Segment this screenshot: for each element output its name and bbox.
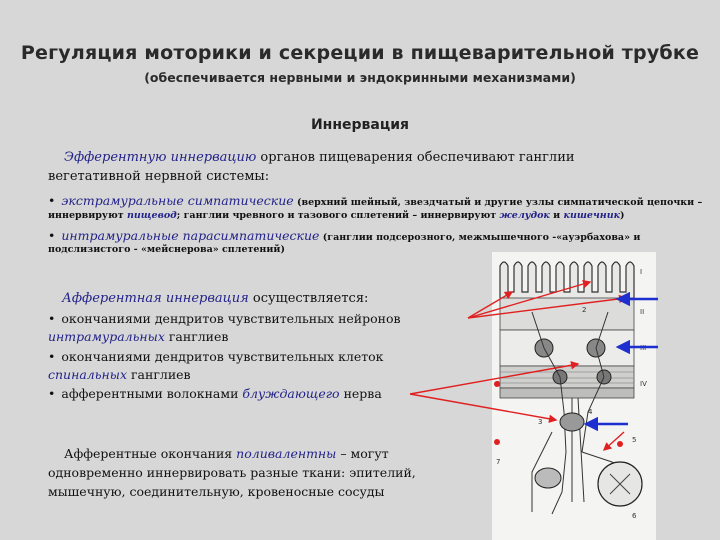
- endings-text: – могут: [336, 446, 389, 461]
- afferent-text: осуществляется:: [248, 291, 369, 306]
- note-text: иннервируют: [48, 210, 127, 221]
- bullet: •: [48, 228, 56, 243]
- extramural-note-line-2: иннервируют пищевод; ганглии чревного и …: [48, 210, 625, 221]
- afferent-item-2: • окончаниями дендритов чувствительных кл…: [48, 349, 383, 364]
- bullet: •: [48, 311, 56, 326]
- term-vagus: блуждающего: [242, 386, 340, 401]
- submucosa-layer: [499, 329, 635, 367]
- term-intramural: интрамуральных: [48, 329, 165, 344]
- intramural-note: (ганглии подсерозного, межмышечного -«ау…: [319, 232, 641, 243]
- efferent-term: Эфферентную иннервацию: [64, 150, 257, 165]
- bullet: •: [48, 349, 56, 364]
- serosa-layer: [499, 387, 635, 399]
- afferent-item-2-line-2: спинальных ганглиев: [48, 367, 191, 382]
- label-5: 5: [632, 436, 636, 444]
- afferent-item-1-line-2: интрамуральных ганглиев: [48, 329, 228, 344]
- term-spinal: спинальных: [48, 367, 128, 382]
- nerve-fibers: [531, 311, 633, 515]
- bullet: •: [48, 386, 56, 401]
- afferent-heading: Афферентная иннервация осуществляется:: [62, 291, 368, 306]
- term-esophagus: пищевод: [126, 210, 177, 221]
- endings-line-2: одновременно иннервировать разные ткани:…: [48, 465, 416, 480]
- item-text: окончаниями дендритов чувствительных кле…: [61, 349, 384, 364]
- label-4: 4: [588, 408, 593, 416]
- innervation-diagram: I II III IV 1 2 3 4 5 6 7: [492, 252, 656, 540]
- term-stomach: желудок: [499, 210, 550, 221]
- slide-title: Регуляция моторики и секреции в пищевари…: [20, 42, 700, 64]
- label-IV: IV: [640, 380, 647, 388]
- extramural-term: экстрамуральные симпатические: [61, 193, 294, 208]
- note-text: ; ганглии чревного и тазового сплетений …: [176, 210, 500, 221]
- item-text: нерва: [339, 386, 382, 401]
- bullet-extramural: • экстрамуральные симпатические (верхний …: [48, 193, 702, 208]
- item-text: ганглиев: [127, 367, 191, 382]
- label-II: II: [640, 308, 644, 316]
- ganglion-prevertebral: [559, 412, 585, 432]
- label-III: III: [640, 344, 646, 352]
- efferent-line-2: вегетативной нервной системы:: [48, 169, 270, 184]
- section-heading: Иннервация: [310, 117, 410, 133]
- afferent-item-1: • окончаниями дендритов чувствительных не…: [48, 311, 401, 326]
- efferent-text: органов пищеварения обеспечивают ганглии: [256, 150, 575, 165]
- endings-text: Афферентные окончания: [64, 446, 237, 461]
- slide-subtitle: (обеспечивается нервными и эндокринными …: [144, 70, 576, 85]
- bullet-intramural: • интрамуральные парасимпатические (гангл…: [48, 228, 640, 243]
- endings-line-3: мышечную, соединительную, кровеносные со…: [48, 484, 385, 499]
- label-I: I: [640, 268, 642, 276]
- efferent-line-1: Эфферентную иннервацию органов пищеварен…: [64, 150, 575, 165]
- label-7: 7: [496, 458, 500, 466]
- label-3: 3: [538, 418, 542, 426]
- intramural-note-line-2: подслизистого - «мейснерова» сплетений): [48, 244, 285, 255]
- item-text: окончаниями дендритов чувствительных ней…: [61, 311, 401, 326]
- item-text: афферентными волокнами: [61, 386, 243, 401]
- endings-line-1: Афферентные окончания поливалентны – мог…: [64, 446, 389, 461]
- note-text: ): [620, 210, 625, 221]
- bullet: •: [48, 193, 56, 208]
- term-polyvalent: поливалентны: [236, 446, 337, 461]
- label-1: 1: [496, 380, 500, 388]
- villi: [499, 261, 635, 298]
- mucosa-layer: [499, 297, 635, 331]
- intramural-term: интрамуральные парасимпатические: [61, 228, 320, 243]
- afferent-item-3: • афферентными волокнами блуждающего нерв…: [48, 386, 382, 401]
- note-text: и: [549, 210, 564, 221]
- label-6: 6: [632, 512, 637, 520]
- extramural-note: (верхний шейный, звездчатый и другие узл…: [293, 197, 703, 208]
- term-intestine: кишечник: [563, 210, 621, 221]
- spinal-grey-matter: [609, 473, 631, 495]
- spinal-ganglion: [534, 467, 562, 489]
- label-2: 2: [582, 306, 586, 314]
- item-text: ганглиев: [164, 329, 229, 344]
- afferent-term: Афферентная иннервация: [62, 291, 249, 306]
